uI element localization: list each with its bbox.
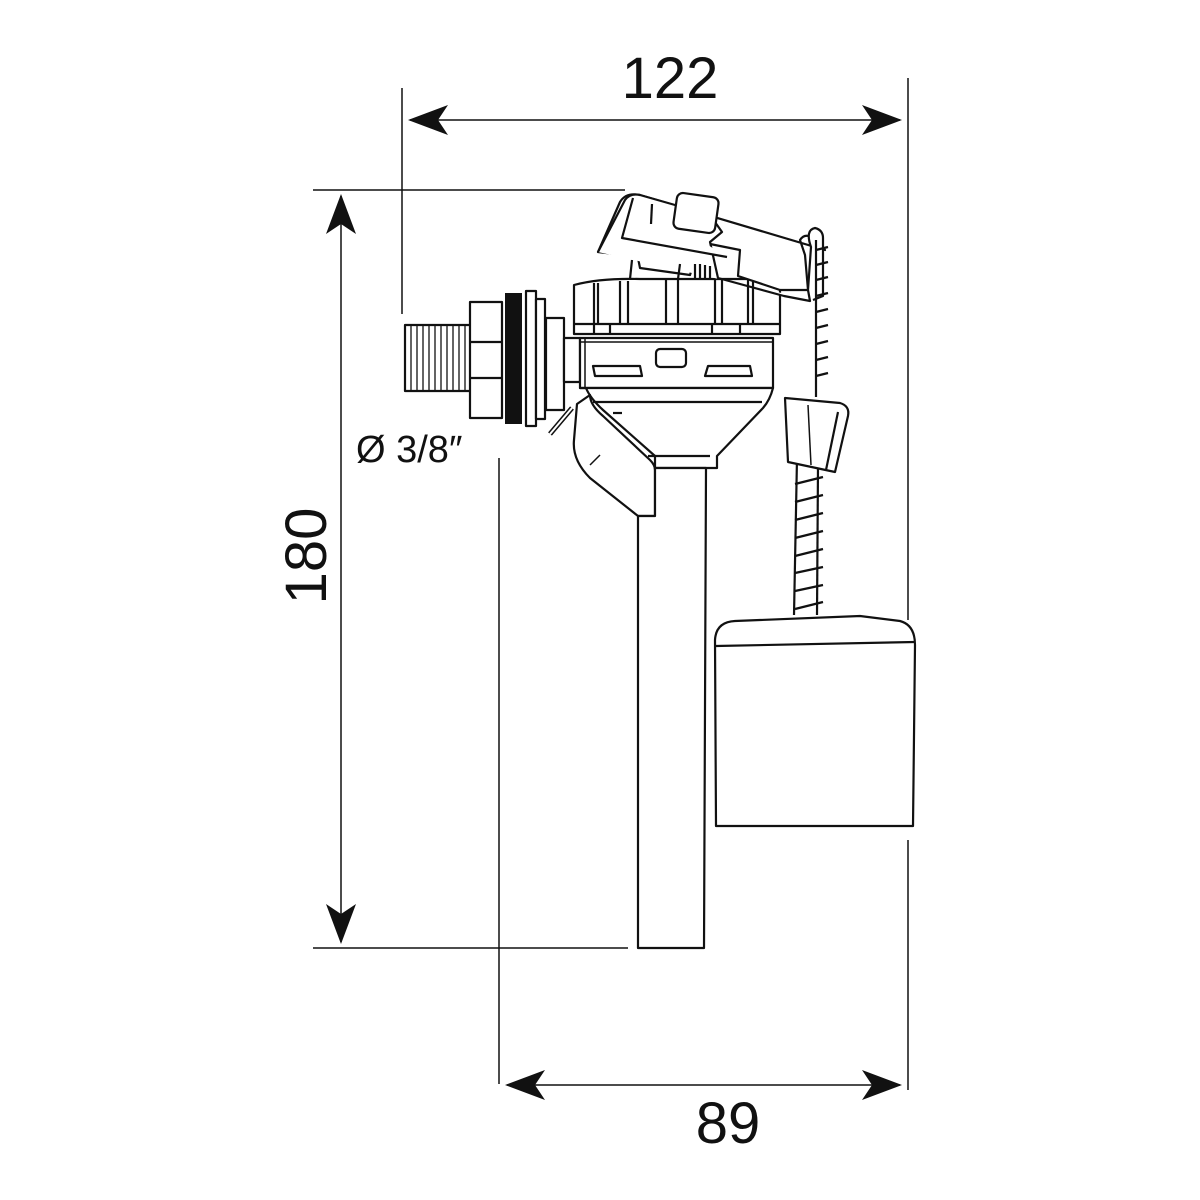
rubber-gasket xyxy=(505,293,522,424)
washer xyxy=(524,289,538,428)
washer xyxy=(534,297,547,421)
dimension-label-180: 180 xyxy=(274,508,339,605)
main-tube xyxy=(636,466,708,950)
push-button xyxy=(672,191,720,235)
lever-arm xyxy=(596,191,827,303)
thread-diameter-label: Ø 3/8″ xyxy=(356,429,462,471)
threaded-inlet xyxy=(403,323,473,393)
shank-collar xyxy=(544,316,566,412)
hex-nut xyxy=(468,300,504,420)
dimension-label-122: 122 xyxy=(622,46,719,111)
height-adjust-rod xyxy=(783,240,850,616)
refill-outlet xyxy=(572,393,657,518)
dimension-122: 122 xyxy=(401,46,909,620)
shank xyxy=(562,336,582,384)
dimension-89: 89 xyxy=(498,458,909,1156)
dimension-180: 180 xyxy=(274,189,628,949)
dimension-label-89: 89 xyxy=(696,1091,761,1156)
float xyxy=(713,614,917,828)
housing-window xyxy=(654,347,688,369)
fill-valve xyxy=(403,191,917,950)
